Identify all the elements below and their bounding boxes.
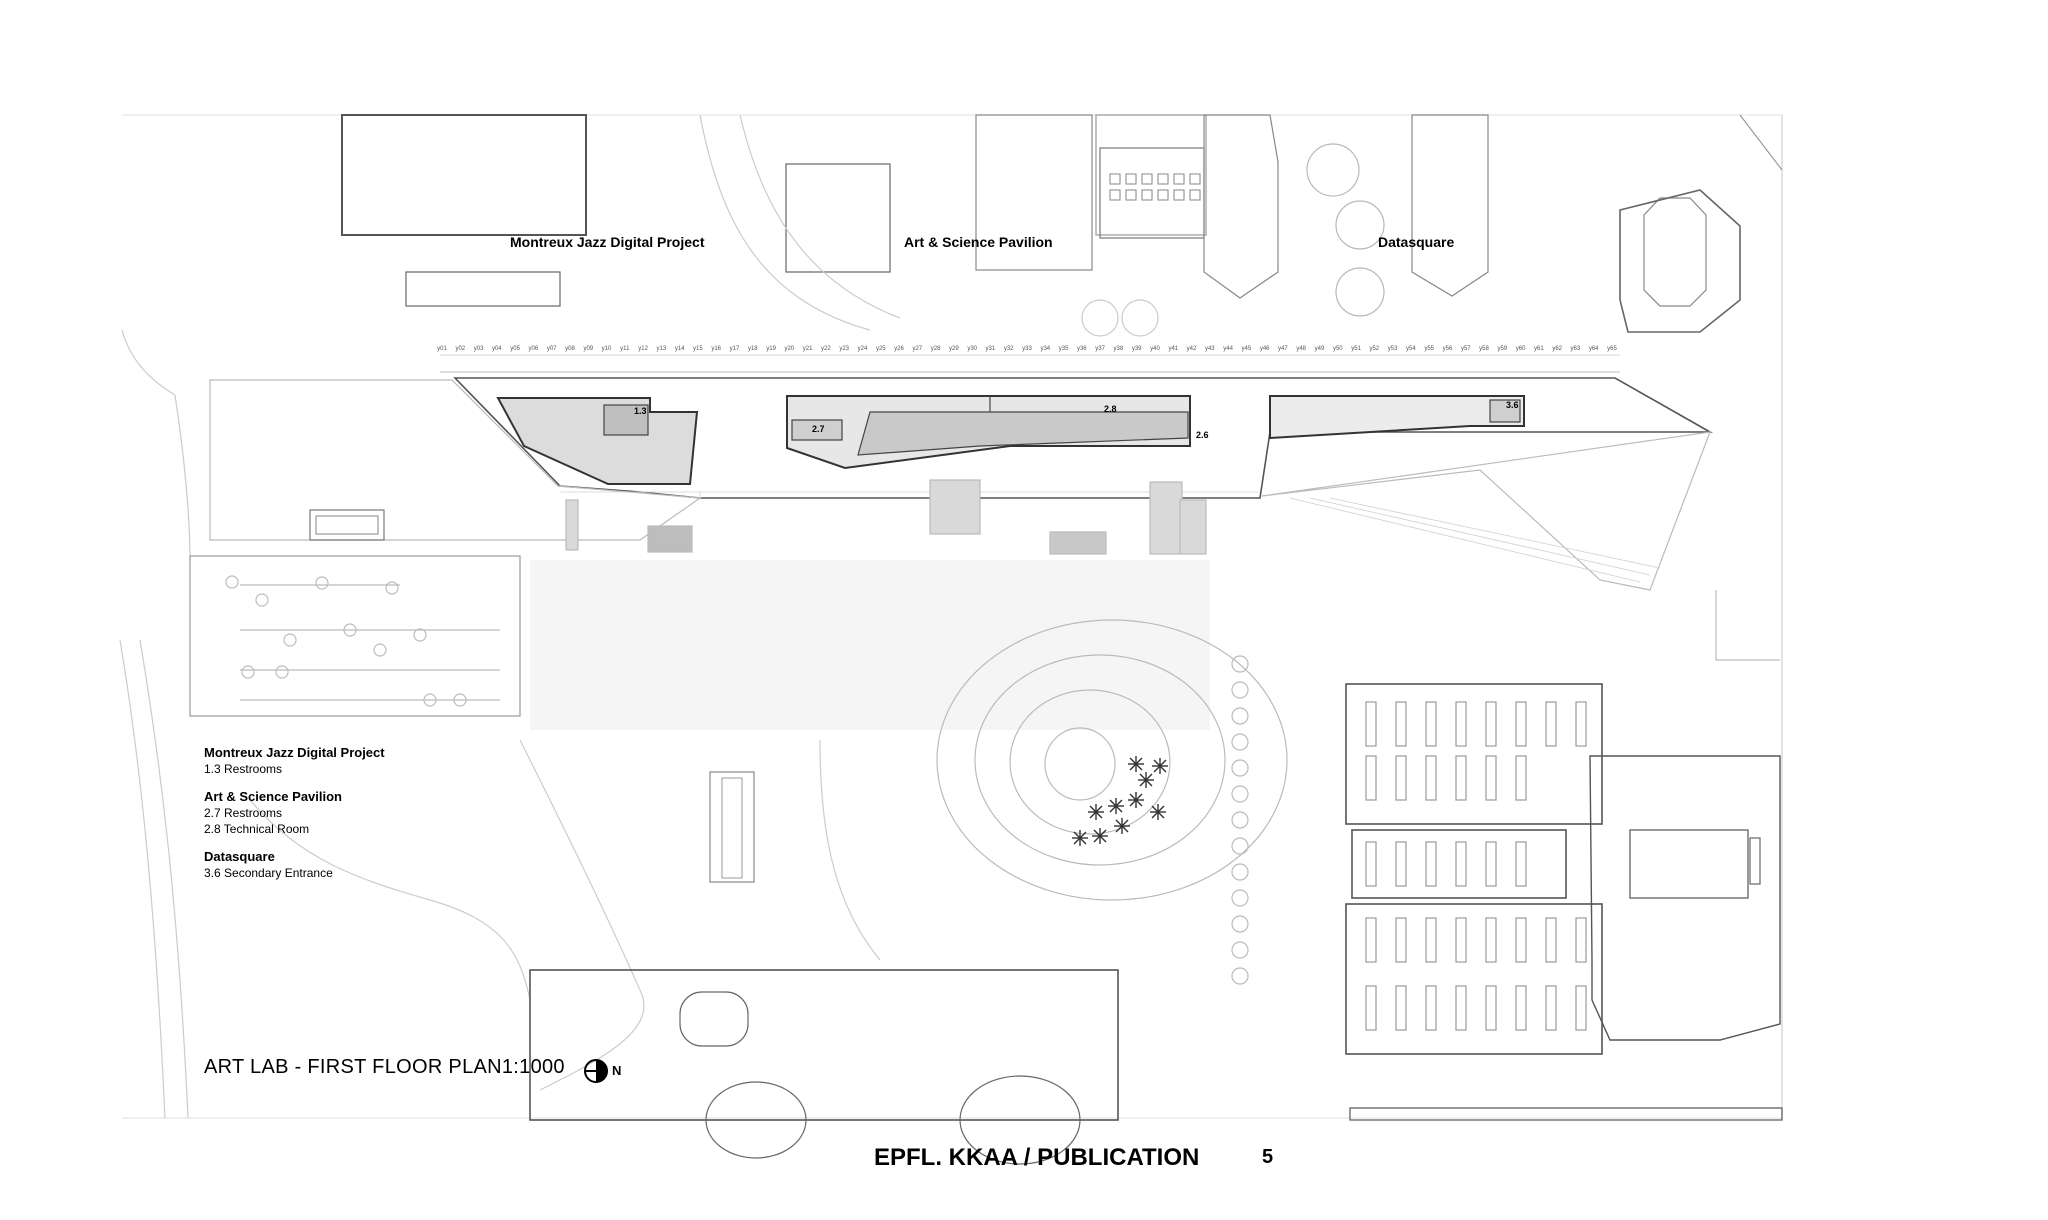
legend-item: 2.7 Restrooms <box>204 806 283 820</box>
axis-label: y41 <box>1168 346 1178 352</box>
room-2-8: 2.8 <box>1104 404 1117 414</box>
legend-item: 1.3 Restrooms <box>204 762 283 776</box>
axis-label: y21 <box>803 346 813 352</box>
axis-label: y49 <box>1315 346 1325 352</box>
axis-label: y29 <box>949 346 959 352</box>
axis-label: y55 <box>1424 346 1434 352</box>
axis-label: y50 <box>1333 346 1343 352</box>
axis-label: y06 <box>529 346 539 352</box>
plan-title: ART LAB - FIRST FLOOR PLAN1:1000 <box>204 1056 565 1078</box>
axis-label: y19 <box>766 346 776 352</box>
axis-label: y60 <box>1516 346 1526 352</box>
room-3-6: 3.6 <box>1506 400 1519 410</box>
axis-label: y33 <box>1022 346 1032 352</box>
axis-label: y56 <box>1443 346 1453 352</box>
axis-label: y05 <box>510 346 520 352</box>
building-top-square <box>785 163 891 273</box>
axis-label: y46 <box>1260 346 1270 352</box>
axis-label: y27 <box>912 346 922 352</box>
axis-label: y18 <box>748 346 758 352</box>
axis-label: y34 <box>1040 346 1050 352</box>
axis-label: y58 <box>1479 346 1489 352</box>
axis-label: y63 <box>1571 346 1581 352</box>
label-datasquare: Datasquare <box>1378 234 1455 250</box>
axis-label: y45 <box>1242 346 1252 352</box>
axis-label: y13 <box>657 346 667 352</box>
axis-label: y65 <box>1607 346 1617 352</box>
axis-label: y03 <box>474 346 484 352</box>
axis-label: y14 <box>675 346 685 352</box>
axis-label: y04 <box>492 346 502 352</box>
axis-label: y38 <box>1114 346 1124 352</box>
axis-label: y01 <box>437 346 447 352</box>
legend-group: Datasquare 3.6 Secondary Entrance <box>204 849 385 881</box>
axis-label: y20 <box>784 346 794 352</box>
axis-label: y53 <box>1388 346 1398 352</box>
axis-label: y39 <box>1132 346 1142 352</box>
axis-label: y25 <box>876 346 886 352</box>
legend-title: Datasquare <box>204 849 275 864</box>
axis-label: y64 <box>1589 346 1599 352</box>
axis-label: y47 <box>1278 346 1288 352</box>
axis-label: y26 <box>894 346 904 352</box>
legend-title: Art & Science Pavilion <box>204 789 342 804</box>
datasquare-building-outline <box>1269 395 1525 440</box>
label-montreux: Montreux Jazz Digital Project <box>510 234 705 250</box>
axis-label: y30 <box>967 346 977 352</box>
axis-label: y40 <box>1150 346 1160 352</box>
legend: Montreux Jazz Digital Project 1.3 Restro… <box>204 745 385 893</box>
axis-label: y35 <box>1059 346 1069 352</box>
axis-label: y52 <box>1369 346 1379 352</box>
room-2-6: 2.6 <box>1196 430 1209 440</box>
north-arrow: N <box>580 1056 640 1086</box>
axis-label: y44 <box>1223 346 1233 352</box>
axis-label: y48 <box>1296 346 1306 352</box>
axis-label: y61 <box>1534 346 1544 352</box>
montreux-building-outline <box>496 397 699 485</box>
axis-label: y36 <box>1077 346 1087 352</box>
axis-label: y23 <box>839 346 849 352</box>
axis-label: y32 <box>1004 346 1014 352</box>
room-2-7: 2.7 <box>812 424 825 434</box>
axis-label-row: y01 y02 y03 y04 y05 y06 y07 y08 y09 y10 y11 y12 y13 y… <box>437 346 1617 352</box>
label-art-science: Art & Science Pavilion <box>904 234 1053 250</box>
legend-title: Montreux Jazz Digital Project <box>204 745 385 760</box>
axis-label: y15 <box>693 346 703 352</box>
page-number: 5 <box>1262 1146 1274 1168</box>
axis-label: y22 <box>821 346 831 352</box>
room-1-3: 1.3 <box>634 406 647 416</box>
axis-label: y11 <box>620 346 630 352</box>
axis-label: y43 <box>1205 346 1215 352</box>
north-arrow-icon <box>584 1059 608 1083</box>
axis-label: y57 <box>1461 346 1471 352</box>
axis-label: y16 <box>711 346 721 352</box>
axis-label: y17 <box>730 346 740 352</box>
axis-label: y08 <box>565 346 575 352</box>
north-label: N <box>612 1063 622 1078</box>
axis-label: y62 <box>1552 346 1562 352</box>
legend-group: Art & Science Pavilion 2.7 Restrooms 2.8… <box>204 789 385 837</box>
building-bottom <box>529 969 1119 1121</box>
publication-footer: EPFL. KKAA / PUBLICATION <box>874 1144 1200 1171</box>
legend-group: Montreux Jazz Digital Project 1.3 Restro… <box>204 745 385 777</box>
legend-item: 2.8 Technical Room <box>204 822 310 836</box>
axis-label: y07 <box>547 346 557 352</box>
building-top-left <box>341 114 587 236</box>
axis-label: y10 <box>602 346 612 352</box>
axis-label: y09 <box>583 346 593 352</box>
axis-label: y51 <box>1351 346 1361 352</box>
axis-label: y59 <box>1497 346 1507 352</box>
axis-label: y31 <box>986 346 996 352</box>
axis-label: y24 <box>858 346 868 352</box>
axis-label: y12 <box>638 346 648 352</box>
legend-item: 3.6 Secondary Entrance <box>204 866 333 880</box>
axis-label: y54 <box>1406 346 1416 352</box>
axis-label: y42 <box>1187 346 1197 352</box>
axis-label: y37 <box>1095 346 1105 352</box>
axis-label: y28 <box>931 346 941 352</box>
axis-label: y02 <box>455 346 465 352</box>
